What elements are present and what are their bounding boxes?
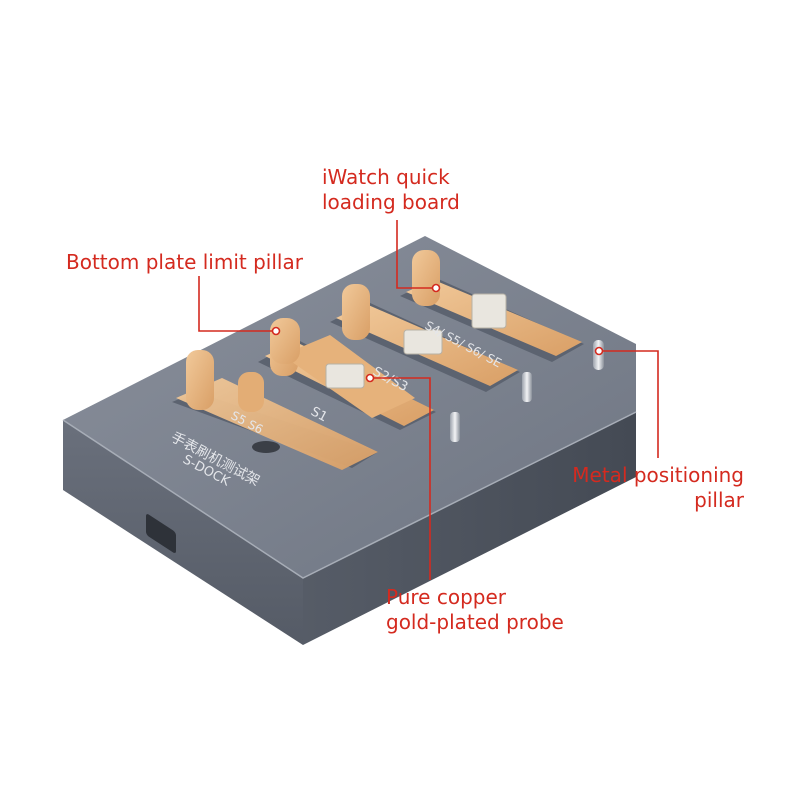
dock-left-side xyxy=(63,420,303,645)
slot1-label: S1 xyxy=(308,404,330,425)
callout-line: Bottom plate limit pillar xyxy=(66,250,303,274)
leader-iwatch xyxy=(396,220,436,289)
callout-metal-positioning-pillar: Metal positioning pillar xyxy=(568,463,744,513)
probe-connector-3 xyxy=(471,293,507,329)
callout-line: loading board xyxy=(322,190,460,214)
slot-front xyxy=(172,350,378,470)
callout-iwatch-loading-board: iWatch quick loading board xyxy=(322,165,460,215)
probe-connector-1 xyxy=(325,363,365,389)
slot-3 xyxy=(330,284,532,402)
slot-2 xyxy=(258,320,460,442)
callout-line: gold-plated probe xyxy=(386,610,564,634)
dock-top-edge xyxy=(62,411,637,579)
callout-line: iWatch quick xyxy=(322,165,450,189)
bottom-plate-limit-pillar xyxy=(270,318,300,364)
leader-copper-probe xyxy=(370,377,431,580)
callout-line: Metal positioning xyxy=(572,463,744,487)
leader-bottom-pillar xyxy=(198,276,276,332)
callout-bottom-plate-limit-pillar: Bottom plate limit pillar xyxy=(66,250,303,275)
leader-metal-pillar xyxy=(599,350,659,458)
usb-port xyxy=(146,514,176,553)
callout-line: Pure copper xyxy=(386,585,506,609)
slot-back xyxy=(400,250,604,370)
callout-copper-probe: Pure copper gold-plated probe xyxy=(386,585,564,635)
callout-line: pillar xyxy=(694,488,744,512)
dock-right-side xyxy=(303,412,636,645)
probe-connector-2 xyxy=(403,329,443,355)
